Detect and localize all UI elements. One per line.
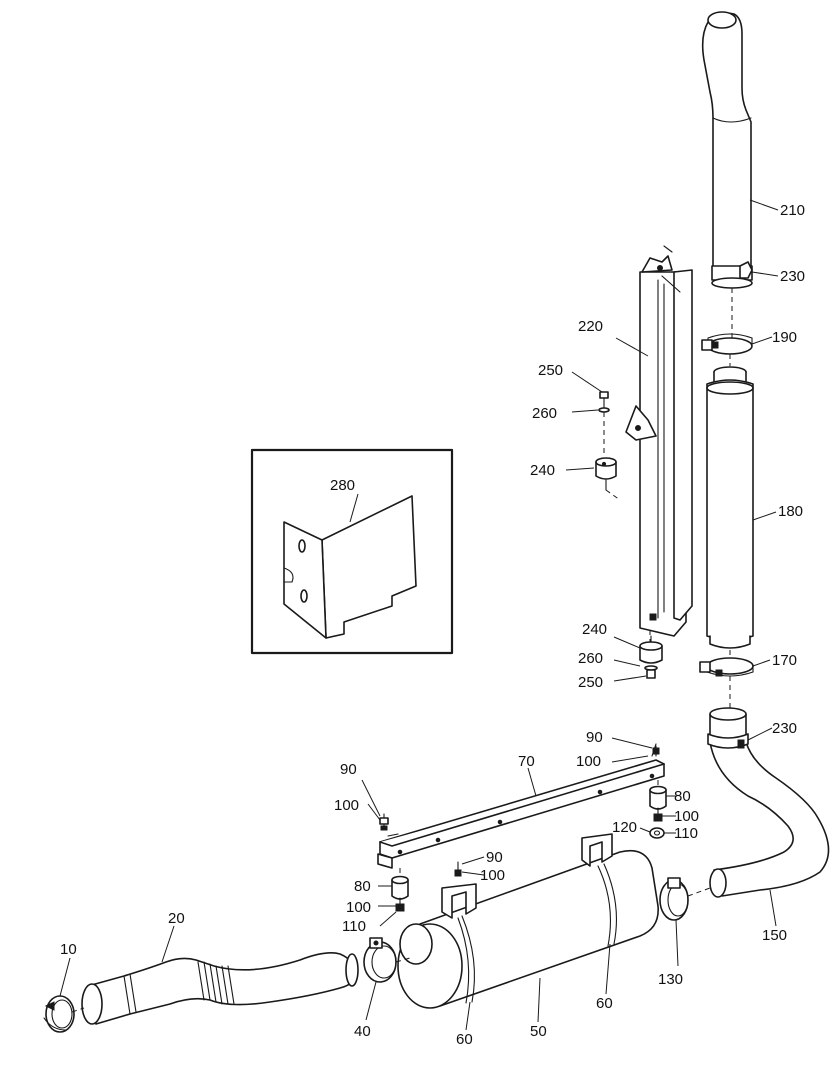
clamp-10 — [43, 995, 75, 1033]
callout-150: 150 — [762, 927, 787, 944]
callout-240-lower: 240 — [582, 621, 607, 638]
callout-20: 20 — [168, 910, 185, 927]
exhaust-pipe-20 — [81, 952, 359, 1025]
clamp-190 — [701, 333, 753, 355]
callout-50: 50 — [530, 1023, 547, 1040]
muffler-180 — [706, 366, 754, 649]
clamp-40 — [363, 937, 397, 983]
callout-250-upper: 250 — [538, 362, 563, 379]
inset-box-280 — [250, 448, 454, 655]
heat-shield-220 — [625, 245, 693, 642]
isolator-80-right — [649, 785, 667, 839]
callout-210: 210 — [780, 202, 805, 219]
bracket-70 — [377, 743, 665, 869]
isolator-80-left — [391, 875, 409, 912]
callout-90-center: 90 — [486, 849, 503, 866]
callout-60-right: 60 — [596, 995, 613, 1012]
stack-pipe-210 — [701, 11, 752, 269]
bolt-90-right — [652, 745, 660, 757]
assembly-centerlines — [71, 288, 733, 1013]
clamp-130 — [659, 877, 689, 921]
callout-80-left: 80 — [354, 878, 371, 895]
callout-180: 180 — [778, 503, 803, 520]
callout-100-right-top: 100 — [576, 753, 601, 770]
callout-230-top: 230 — [780, 268, 805, 285]
callout-100-left-top: 100 — [334, 797, 359, 814]
callout-60-left: 60 — [456, 1031, 473, 1048]
callout-130: 130 — [658, 971, 683, 988]
callout-260-upper: 260 — [532, 405, 557, 422]
callout-70: 70 — [518, 753, 535, 770]
callout-250-lower: 250 — [578, 674, 603, 691]
isolator-240-lower — [639, 635, 663, 679]
clamp-170 — [699, 657, 754, 677]
leader-lines — [59, 199, 779, 1031]
elbow-pipe-150 — [707, 707, 830, 898]
callout-280: 280 — [330, 477, 355, 494]
callout-220: 220 — [578, 318, 603, 335]
callout-100-left-mid: 100 — [346, 899, 371, 916]
callout-230-bottom: 230 — [772, 720, 797, 737]
callout-100-right-mid: 100 — [674, 808, 699, 825]
callout-120: 120 — [612, 819, 637, 836]
bolt-90-center — [454, 861, 462, 877]
callout-170: 170 — [772, 652, 797, 669]
callout-190: 190 — [772, 329, 797, 346]
bolt-90-left — [379, 813, 389, 831]
callout-80-right: 80 — [674, 788, 691, 805]
callout-10: 10 — [60, 941, 77, 958]
bolt-250-upper — [598, 391, 610, 413]
clamp-230-top — [711, 261, 753, 289]
callout-110-left: 110 — [342, 918, 366, 935]
callout-110-right: 110 — [674, 825, 698, 842]
callout-90-left: 90 — [340, 761, 357, 778]
callout-40: 40 — [354, 1023, 371, 1040]
callout-90-right: 90 — [586, 729, 603, 746]
isolator-240-upper — [595, 457, 617, 491]
callout-labels: 10 20 40 50 60 60 70 80 80 90 90 90 100 … — [60, 202, 805, 1048]
muffler-50 — [397, 833, 659, 1009]
callout-240-upper: 240 — [530, 462, 555, 479]
callout-260-lower: 260 — [578, 650, 603, 667]
callout-100-center: 100 — [480, 867, 505, 884]
